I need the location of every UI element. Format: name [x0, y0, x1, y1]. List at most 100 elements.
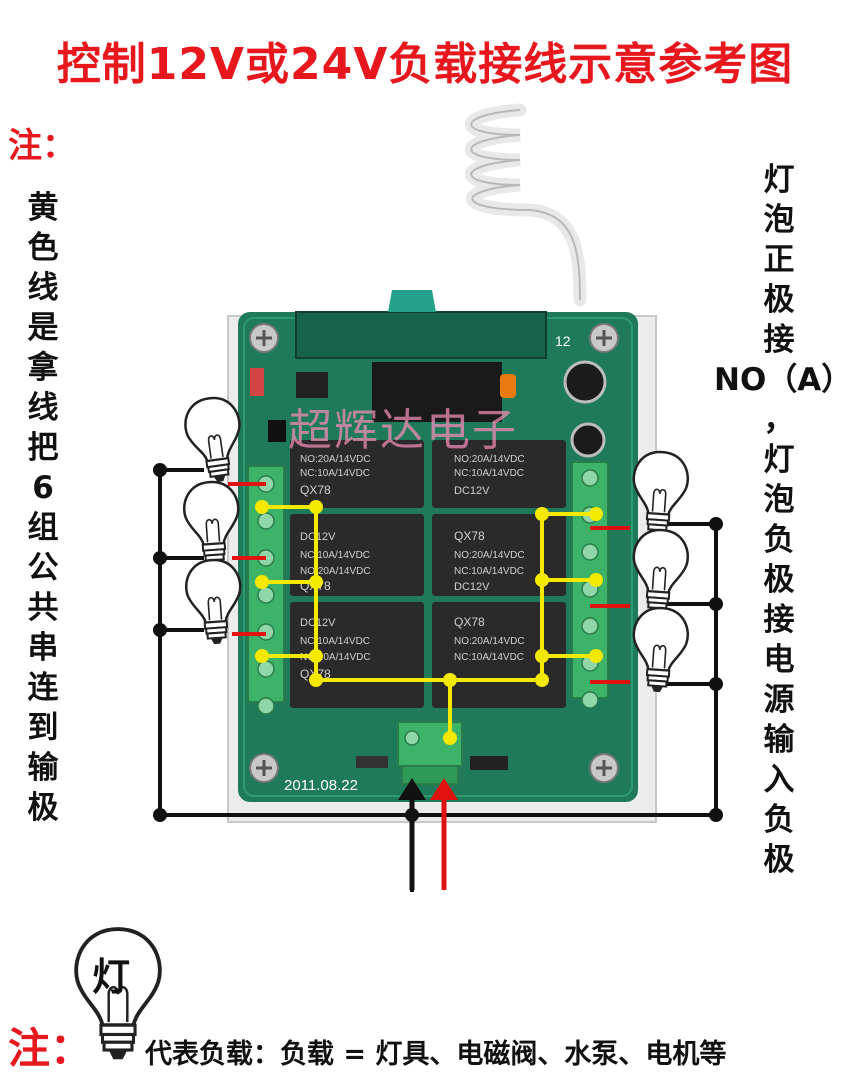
note-char: 连: [27, 670, 59, 706]
electrolytic-capacitor: [570, 422, 606, 458]
note-char: 拿: [27, 350, 59, 386]
terminal-screw: [257, 697, 275, 715]
svg-text:QX78: QX78: [454, 529, 485, 543]
smd-component: [470, 756, 508, 770]
relay: NO:20A/14VDC NC:10A/14VDC QX78: [290, 440, 424, 508]
negative-input-arrow: [398, 778, 426, 890]
smd-component: [356, 756, 388, 768]
svg-text:DC12V: DC12V: [454, 581, 490, 593]
yellow-junction-dot: [309, 500, 323, 514]
note-char: NO（A）: [714, 362, 850, 398]
note-char: 泡: [763, 202, 795, 238]
note-char: 线: [27, 270, 59, 306]
yellow-junction-dot: [589, 573, 603, 587]
svg-text:NO:20A/14VDC: NO:20A/14VDC: [454, 454, 525, 465]
relay: QX78 NO:20A/14VDC NC:10A/14VDC DC12V: [432, 514, 566, 596]
terminal-screw: [257, 586, 275, 604]
yellow-junction-dot: [255, 500, 269, 514]
note-char: 到: [27, 710, 59, 746]
note-char: 线: [27, 390, 59, 426]
yellow-junction-dot: [443, 673, 457, 687]
screw-icon: [249, 323, 279, 353]
note-label-top: 注：: [8, 126, 76, 166]
svg-text:NO:20A/14VDC: NO:20A/14VDC: [454, 636, 525, 647]
legend-lamp-label: 灯: [92, 955, 131, 999]
yellow-junction-dot: [309, 575, 323, 589]
terminal-screw: [257, 512, 275, 530]
electrolytic-capacitor: [563, 360, 607, 404]
svg-text:NC:10A/14VDC: NC:10A/14VDC: [454, 468, 524, 479]
terminal-screw: [581, 543, 599, 561]
small-ic: [296, 372, 328, 398]
screw-icon: [249, 753, 279, 783]
note-char: 泡: [763, 482, 795, 518]
svg-text:DC12V: DC12V: [300, 617, 336, 629]
note-char: 共: [27, 590, 59, 626]
yellow-wire-junctions: [255, 500, 603, 745]
svg-text:NC:10A/14VDC: NC:10A/14VDC: [454, 566, 524, 577]
note-char: 组: [27, 510, 59, 546]
terminal-screw: [581, 469, 599, 487]
yellow-junction-dot: [309, 673, 323, 687]
note-char: 输: [27, 750, 59, 786]
note-char: 把: [27, 430, 59, 466]
note-char: 接: [763, 322, 795, 358]
main-ic: [372, 362, 502, 422]
note-char: 灯: [763, 442, 795, 478]
screw-icon: [589, 753, 619, 783]
note-char: 6: [32, 470, 54, 506]
antenna-coil: [465, 103, 587, 307]
yellow-junction-dot: [443, 731, 457, 745]
note-char: 电: [763, 642, 795, 678]
note-char: 串: [27, 630, 59, 666]
yellow-junction-dot: [255, 649, 269, 663]
yellow-junction-dot: [589, 649, 603, 663]
module-label: 12: [555, 333, 571, 349]
led-indicator: [250, 368, 264, 396]
note-char: 黄: [27, 190, 59, 226]
note-char: 极: [763, 842, 795, 878]
relay: NO:20A/14VDC NC:10A/14VDC DC12V: [432, 440, 566, 508]
terminal-screw: [257, 660, 275, 678]
yellow-junction-dot: [589, 507, 603, 521]
yellow-junction-dot: [535, 573, 549, 587]
note-char: 正: [763, 242, 795, 278]
legend-text: 代表负载：负载 = 灯具、电磁阀、水泵、电机等: [145, 1039, 727, 1070]
note-char: 入: [763, 762, 795, 798]
svg-text:DC12V: DC12V: [454, 485, 490, 497]
svg-text:NO:20A/14VDC: NO:20A/14VDC: [300, 566, 371, 577]
svg-text:NO:20A/14VDC: NO:20A/14VDC: [300, 652, 371, 663]
note-char: 接: [763, 602, 795, 638]
svg-text:NC:10A/14VDC: NC:10A/14VDC: [300, 468, 370, 479]
black-wire-junctions: [153, 463, 723, 822]
board-date: 2011.08.22: [284, 777, 358, 794]
terminal-screw: [581, 617, 599, 635]
note-char: ，: [763, 402, 795, 438]
page-title: 控制12V或24V负载接线示意参考图: [56, 39, 794, 90]
note-char: 负: [763, 802, 795, 838]
note-char: 灯: [763, 162, 795, 198]
tuning-cap: [388, 290, 436, 312]
screw-icon: [589, 323, 619, 353]
note-char: 是: [27, 310, 59, 346]
svg-text:NO:20A/14VDC: NO:20A/14VDC: [454, 550, 525, 561]
note-char: 公: [27, 550, 59, 586]
positive-input-arrow: [430, 778, 458, 890]
yellow-junction-dot: [535, 507, 549, 521]
svg-text:DC12V: DC12V: [300, 531, 336, 543]
yellow-junction-dot: [535, 673, 549, 687]
svg-text:QX78: QX78: [300, 483, 331, 497]
svg-text:NC:10A/14VDC: NC:10A/14VDC: [300, 636, 370, 647]
watermark: 超辉达电子: [288, 405, 518, 456]
note-char: 源: [763, 682, 795, 718]
note-char: 极: [763, 282, 795, 318]
svg-text:NC:10A/14VDC: NC:10A/14VDC: [454, 652, 524, 663]
note-char: 输: [763, 722, 795, 758]
terminal-screw: [581, 691, 599, 709]
yellow-junction-dot: [309, 649, 323, 663]
note-char: 负: [763, 522, 795, 558]
yellow-junction-dot: [255, 575, 269, 589]
